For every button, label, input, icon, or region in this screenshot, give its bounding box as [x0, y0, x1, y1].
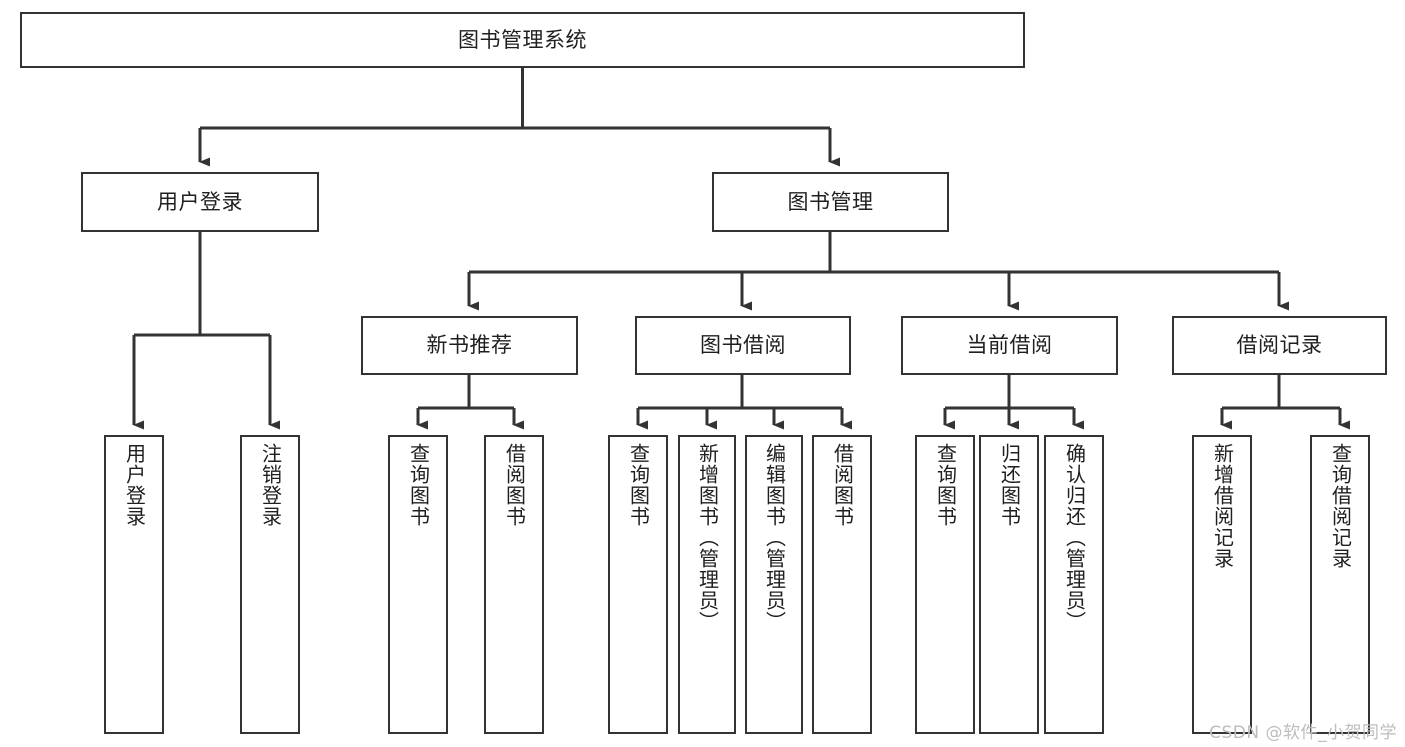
- node-root-label: 图书管理系统: [458, 27, 587, 52]
- node-current-borrow[interactable]: 当前借阅: [901, 316, 1118, 375]
- node-leaf-return-book[interactable]: 归还图书: [979, 435, 1039, 734]
- node-leaf-query-book-2-label: 查询图书: [626, 443, 651, 527]
- node-leaf-add-book-label: 新增图书（管理员）: [695, 443, 720, 632]
- node-book-manage-label: 图书管理: [787, 189, 874, 214]
- node-leaf-user-login[interactable]: 用户登录: [104, 435, 164, 734]
- node-leaf-confirm-return[interactable]: 确认归还（管理员）: [1044, 435, 1104, 734]
- node-leaf-query-book-1-label: 查询图书: [406, 443, 431, 527]
- node-leaf-return-book-label: 归还图书: [997, 443, 1022, 527]
- node-user-login-label: 用户登录: [157, 189, 243, 214]
- node-leaf-query-book-1[interactable]: 查询图书: [388, 435, 448, 734]
- node-leaf-query-book-2[interactable]: 查询图书: [608, 435, 668, 734]
- node-leaf-add-book[interactable]: 新增图书（管理员）: [678, 435, 736, 734]
- csdn-watermark: CSDN @软件_小贺同学: [1209, 723, 1397, 743]
- node-user-login[interactable]: 用户登录: [81, 172, 319, 232]
- node-leaf-user-logout[interactable]: 注销登录: [240, 435, 300, 734]
- node-current-borrow-label: 当前借阅: [966, 333, 1053, 358]
- node-leaf-add-record[interactable]: 新增借阅记录: [1192, 435, 1252, 734]
- node-new-book-rec[interactable]: 新书推荐: [361, 316, 578, 375]
- node-borrow-record-label: 借阅记录: [1236, 333, 1323, 358]
- node-borrow-record[interactable]: 借阅记录: [1172, 316, 1387, 375]
- node-leaf-borrow-book-2[interactable]: 借阅图书: [812, 435, 872, 734]
- node-leaf-query-record[interactable]: 查询借阅记录: [1310, 435, 1370, 734]
- node-leaf-query-book-3[interactable]: 查询图书: [915, 435, 975, 734]
- node-leaf-query-book-3-label: 查询图书: [933, 443, 958, 527]
- node-leaf-add-record-label: 新增借阅记录: [1210, 443, 1235, 569]
- node-book-borrow[interactable]: 图书借阅: [635, 316, 851, 375]
- node-root[interactable]: 图书管理系统: [20, 12, 1025, 68]
- node-leaf-confirm-return-label: 确认归还（管理员）: [1062, 443, 1087, 632]
- node-leaf-query-record-label: 查询借阅记录: [1328, 443, 1353, 569]
- node-leaf-user-login-label: 用户登录: [122, 443, 147, 527]
- node-leaf-edit-book[interactable]: 编辑图书（管理员）: [745, 435, 803, 734]
- node-book-manage[interactable]: 图书管理: [712, 172, 949, 232]
- node-leaf-user-logout-label: 注销登录: [258, 443, 283, 527]
- node-leaf-borrow-book-1[interactable]: 借阅图书: [484, 435, 544, 734]
- node-book-borrow-label: 图书借阅: [700, 333, 786, 358]
- node-leaf-edit-book-label: 编辑图书（管理员）: [762, 443, 787, 632]
- node-new-book-rec-label: 新书推荐: [426, 333, 513, 358]
- node-leaf-borrow-book-2-label: 借阅图书: [830, 443, 855, 527]
- node-leaf-borrow-book-1-label: 借阅图书: [502, 443, 527, 527]
